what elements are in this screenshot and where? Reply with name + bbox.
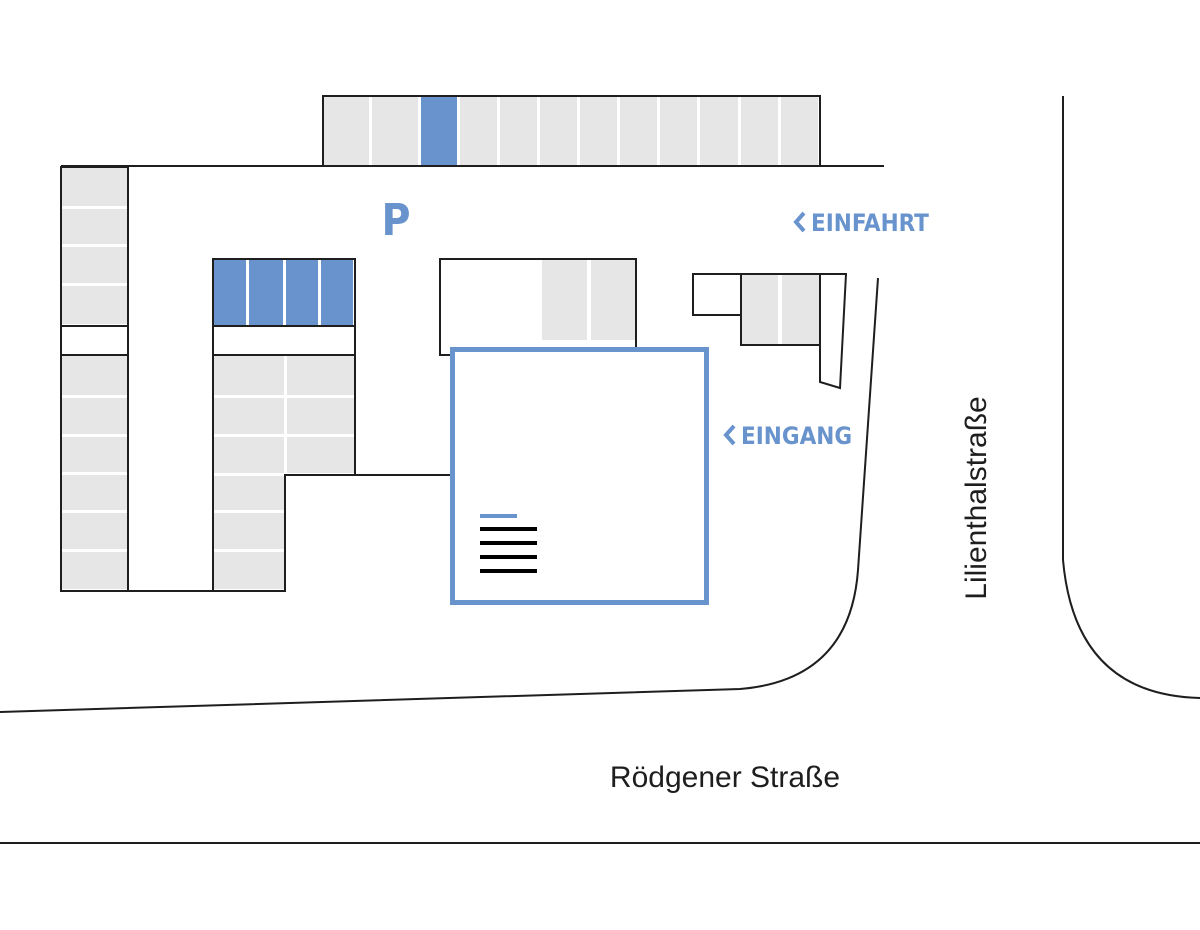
parking-stall [287,398,355,434]
parking-stall [61,356,128,395]
parking-stall [61,552,128,589]
road-edge-lilienthal-east [1062,96,1200,699]
parking-stall [700,96,738,166]
parking-stall [287,356,355,395]
parking-stall [591,259,636,340]
parking-stall [324,96,369,166]
parking-stall [61,168,128,206]
parking-stall [213,476,285,510]
parking-stall [782,274,820,345]
stall-column-left-lower [60,354,129,592]
parking-stall [500,96,537,166]
chevron-left-icon [793,211,806,233]
parking-stall [213,398,284,434]
building-lines-icon [480,514,537,573]
parking-stall [460,96,497,166]
accessible-parking-stall [421,96,457,166]
chevron-left-icon [723,424,736,446]
accessible-parking-stall [214,259,246,326]
parking-stall [61,513,128,549]
stall-column-left-gap [60,325,129,356]
entrance-drive-label: EINFAHRT [811,209,929,237]
small-building [692,273,742,316]
small-building-wing [819,273,848,390]
stall-row-top [322,95,821,167]
parking-stall [660,96,697,166]
accessible-parking-stall [249,259,283,326]
parking-stall [61,247,128,283]
parking-stall [213,356,284,395]
parking-stall [741,274,778,345]
accessible-parking-stall [286,259,318,326]
parking-stall [542,259,587,340]
parking-stall [61,286,128,324]
parking-stall [580,96,617,166]
parking-stall [213,437,284,473]
main-building[interactable] [450,347,709,605]
parking-stall [213,513,285,549]
parking-stall [372,96,418,166]
parking-stall [540,96,577,166]
parking-stall [213,552,285,589]
accessible-parking-stall [321,259,353,326]
street-label-lilienthalstrasse: Lilienthalstraße [960,396,993,599]
parking-label: P [381,195,410,246]
stall-block-gap [212,325,356,356]
stall-block-middle-outline [212,355,452,592]
parking-stall [620,96,657,166]
parking-stall [61,437,128,472]
street-label-roedgener-strasse: Rödgener Straße [610,761,840,794]
parking-stall [61,475,128,510]
parking-stall [781,96,818,166]
parking-stalls [61,96,820,589]
parking-stall [61,398,128,434]
parking-stall [61,209,128,244]
parking-stall [741,96,778,166]
parking-stall [287,437,355,473]
entrance-label: EINGANG [741,422,852,450]
road-edge-lilienthal-west [0,277,879,713]
